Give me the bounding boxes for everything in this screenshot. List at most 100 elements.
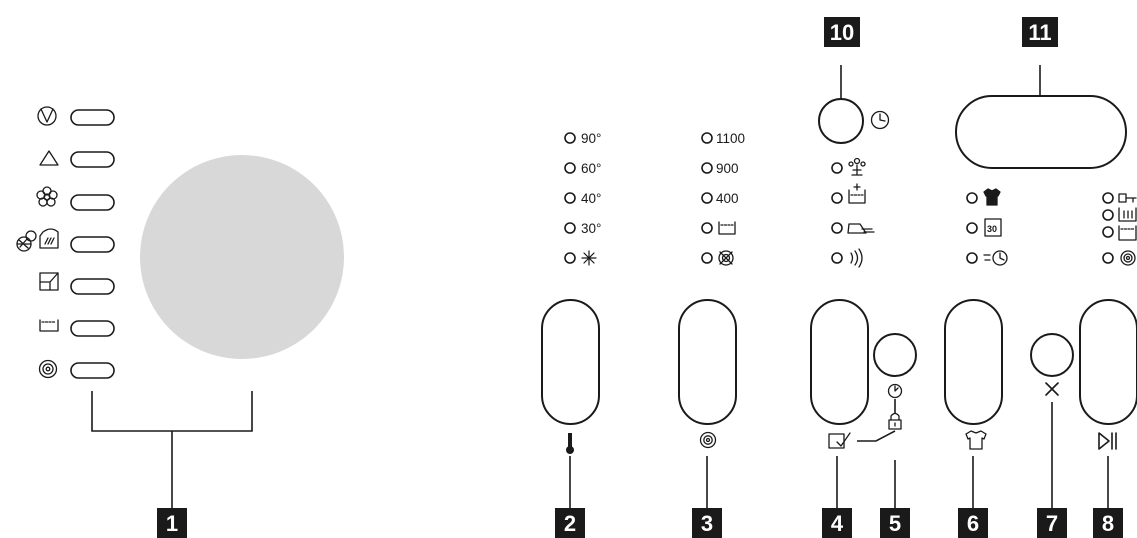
callout-number: 1 bbox=[166, 511, 178, 536]
callout-number: 8 bbox=[1102, 511, 1114, 536]
option-led bbox=[831, 252, 843, 264]
status-led bbox=[1102, 226, 1114, 238]
spin-section: 1100 900 400 bbox=[678, 131, 745, 508]
temperature-button[interactable] bbox=[541, 299, 600, 425]
time-save-small-button[interactable] bbox=[873, 333, 917, 377]
option-check-icon bbox=[828, 432, 851, 449]
spin-button[interactable] bbox=[678, 299, 737, 425]
callout-number: 7 bbox=[1046, 511, 1058, 536]
no-spin-icon bbox=[718, 250, 734, 266]
door-locked-icon bbox=[1118, 193, 1137, 203]
svg-text:30: 30 bbox=[987, 224, 997, 234]
time-shirt-icon bbox=[983, 188, 1001, 206]
display-window bbox=[955, 95, 1127, 169]
callout-badge-8: 8 bbox=[1093, 508, 1123, 538]
callout-badge-2: 2 bbox=[555, 508, 585, 538]
cancel-button[interactable] bbox=[1030, 333, 1074, 377]
callout-badges: 1 2 3 4 5 6 7 8 bbox=[157, 17, 1123, 538]
spin-option-1100: 1100 bbox=[716, 131, 745, 146]
cold-wash-icon bbox=[581, 250, 597, 266]
programme-lamp bbox=[70, 362, 115, 379]
callout-badge-5: 5 bbox=[880, 508, 910, 538]
start-pause-button[interactable] bbox=[1079, 299, 1137, 425]
delay-start-section bbox=[818, 65, 890, 144]
temp-led bbox=[564, 192, 576, 204]
option-button[interactable] bbox=[810, 299, 869, 425]
callout-number: 6 bbox=[967, 511, 979, 536]
temp-led bbox=[564, 132, 576, 144]
programme-lamps bbox=[70, 109, 115, 379]
temp-option-60: 60° bbox=[581, 161, 601, 176]
temp-option-30: 30° bbox=[581, 221, 601, 236]
cancel-section bbox=[1030, 333, 1074, 508]
shirt-icon bbox=[965, 430, 987, 450]
temp-led bbox=[564, 252, 576, 264]
spin-icon bbox=[38, 359, 58, 379]
callout-number: 11 bbox=[1028, 20, 1051, 45]
thermometer-icon bbox=[566, 433, 574, 454]
status-led bbox=[1102, 252, 1114, 264]
callout-1-leader bbox=[91, 391, 253, 508]
temp-option-90: 90° bbox=[581, 131, 601, 146]
programme-dial[interactable] bbox=[140, 155, 344, 359]
cancel-icon bbox=[1045, 382, 1059, 396]
temp-led bbox=[564, 162, 576, 174]
easy-iron-icon bbox=[847, 223, 875, 234]
programme-selector bbox=[16, 106, 344, 508]
callout-badge-7: 7 bbox=[1037, 508, 1067, 538]
spin-led bbox=[701, 162, 713, 174]
washing-icon bbox=[1118, 207, 1137, 222]
callout-badge-4: 4 bbox=[822, 508, 852, 538]
rinse-status-icon bbox=[1118, 225, 1137, 241]
time-led bbox=[966, 222, 978, 234]
option-led bbox=[831, 162, 843, 174]
time-led bbox=[966, 192, 978, 204]
status-led bbox=[1102, 192, 1114, 204]
callout-badge-11: 11 bbox=[1022, 17, 1058, 47]
temp-led bbox=[564, 222, 576, 234]
callout-number: 10 bbox=[830, 20, 854, 45]
time-manager-section: 30 bbox=[944, 188, 1008, 508]
option-led bbox=[831, 192, 843, 204]
synthetics-icon bbox=[39, 150, 59, 166]
programme-lamp bbox=[70, 109, 115, 126]
lock-icon bbox=[888, 412, 902, 430]
temperature-section: 90° 60° 40° 30° bbox=[541, 131, 601, 508]
programme-lamp bbox=[70, 320, 115, 337]
option-led bbox=[831, 222, 843, 234]
programme-lamp bbox=[70, 194, 115, 211]
spin-icon bbox=[699, 431, 717, 449]
quick-icon bbox=[850, 248, 863, 268]
time-30-icon: 30 bbox=[984, 218, 1002, 237]
status-section bbox=[1079, 192, 1137, 508]
start-pause-icon bbox=[1098, 432, 1117, 450]
delay-start-button[interactable] bbox=[818, 98, 864, 144]
programme-lamp bbox=[70, 278, 115, 295]
spin-option-400: 400 bbox=[716, 191, 739, 206]
spin-led bbox=[701, 192, 713, 204]
status-led bbox=[1102, 209, 1114, 221]
time-manager-button[interactable] bbox=[944, 299, 1003, 425]
cotton-eco-icon bbox=[37, 106, 57, 126]
time-save-icon bbox=[983, 250, 1008, 266]
callout-4-5-link bbox=[857, 430, 896, 442]
timer-icon bbox=[887, 383, 903, 399]
rinse-hold-icon bbox=[718, 221, 736, 235]
spin-led bbox=[701, 222, 713, 234]
callout-badge-6: 6 bbox=[958, 508, 988, 538]
options-section bbox=[810, 157, 917, 508]
programme-lamp bbox=[70, 151, 115, 168]
callout-number: 2 bbox=[564, 511, 576, 536]
time-led bbox=[966, 252, 978, 264]
display-section bbox=[955, 65, 1127, 169]
extra-rinse-icon bbox=[848, 183, 866, 204]
programme-lamp bbox=[70, 236, 115, 253]
callout-number: 3 bbox=[701, 511, 713, 536]
callout-number: 4 bbox=[831, 511, 844, 536]
rinse-icon bbox=[39, 319, 59, 332]
clock-icon bbox=[870, 110, 890, 130]
stain-icon bbox=[848, 157, 866, 176]
temp-option-40: 40° bbox=[581, 191, 601, 206]
spin-status-icon bbox=[1120, 250, 1136, 266]
delicates-icon bbox=[36, 186, 58, 207]
